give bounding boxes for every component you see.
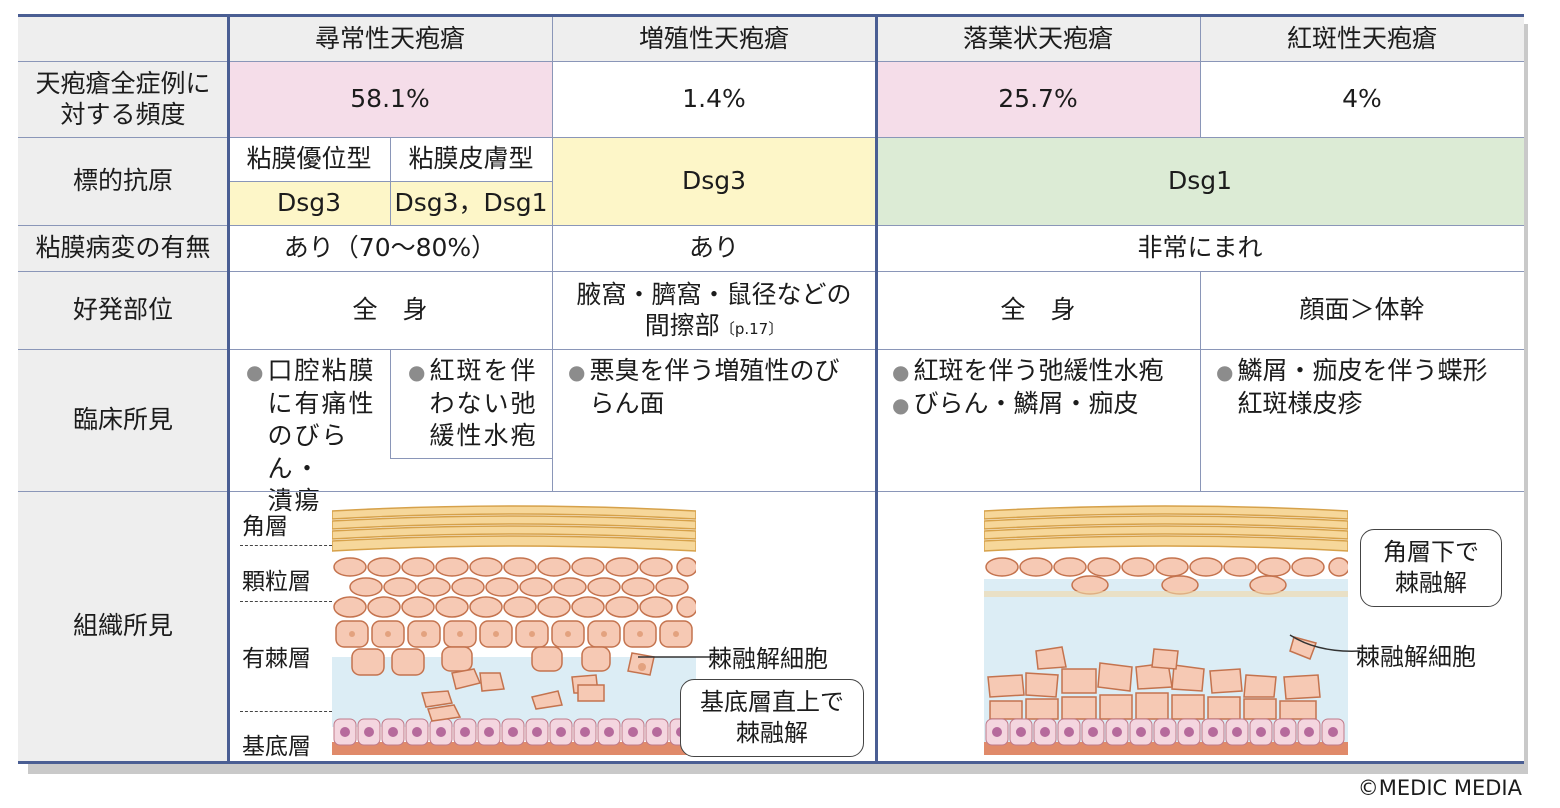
clinical-erythematosus: ●鱗屑・痂皮を伴う蝶形 紅斑様皮疹 <box>1216 355 1516 420</box>
row-label-frequency: 天疱瘡全症例に 対する頻度 <box>35 68 211 129</box>
copyright-notice: ©MEDIC MEDIA <box>1357 776 1522 800</box>
freq-erythematosus: 4% <box>1342 84 1382 114</box>
freq-vulgaris: 58.1% <box>228 61 552 137</box>
layer-divider <box>240 545 332 546</box>
bullet-dot: ● <box>892 360 910 384</box>
layer-divider <box>240 601 332 602</box>
clinical-vulgaris-mucocutaneous: ●紅斑を伴 わない弛 緩性水疱 <box>408 355 558 453</box>
clinical-foliaceus-item1: ●紅斑を伴う弛緩性水疱 <box>892 355 1192 388</box>
layer-label-granulosum: 顆粒層 <box>242 569 311 595</box>
clinical-vulgaris-mucosal-text: 口腔粘膜 に有痛性 のびらん・ 潰瘍 <box>267 356 376 515</box>
mucosa-foliaceus-erythematosus: 非常にまれ <box>1137 233 1263 263</box>
header-foliaceus: 落葉状天疱瘡 <box>962 24 1113 54</box>
freq-vegetans: 1.4% <box>682 84 746 114</box>
label-column-bg-2 <box>18 491 228 761</box>
mucosa-vulgaris: あり（70〜80%） <box>283 233 497 263</box>
clinical-foliaceus-item2: ●びらん・鱗屑・痂皮 <box>892 388 1192 421</box>
bullet-dot: ● <box>892 392 910 417</box>
thick-divider <box>875 17 878 761</box>
label-column-bg <box>18 61 228 491</box>
histology-left-illustration <box>332 505 696 755</box>
freq-foliaceus: 25.7% <box>876 61 1200 137</box>
antigen-val-mucocutaneous: Dsg3，Dsg1 <box>390 181 552 225</box>
site-vulgaris: 全 身 <box>352 295 428 325</box>
comparison-table: 尋常性天疱瘡 増殖性天疱瘡 落葉状天疱瘡 紅斑性天疱瘡 天疱瘡全症例に 対する頻… <box>18 14 1524 764</box>
clinical-foliaceus-text2: びらん・鱗屑・痂皮 <box>913 388 1139 418</box>
grid-line <box>18 225 1524 226</box>
antigen-sub-mucocutaneous: 粘膜皮膚型 <box>408 144 534 174</box>
clinical-erythematosus-text: 鱗屑・痂皮を伴う蝶形 紅斑様皮疹 <box>1237 356 1488 418</box>
grid-line <box>18 137 1524 138</box>
clinical-vegetans: ●悪臭を伴う増殖性のび らん面 <box>568 355 868 420</box>
antigen-vegetans: Dsg3 <box>552 137 876 225</box>
site-foliaceus: 全 身 <box>1000 295 1076 325</box>
spinous-cells-right <box>987 636 1321 720</box>
grid-line <box>18 271 1524 272</box>
thick-divider <box>227 17 230 761</box>
antigen-foliaceus-erythematosus: Dsg1 <box>876 137 1524 225</box>
bullet-dot: ● <box>1216 360 1234 384</box>
grid-line <box>18 491 1524 492</box>
clinical-vulgaris-mucosal: ●口腔粘膜 に有痛性 のびらん・ 潰瘍 <box>246 355 391 518</box>
grid-line <box>18 349 1524 350</box>
layer-divider <box>240 711 332 712</box>
grid-line <box>18 61 1524 62</box>
callout-suprabasal: 基底層直上で 棘融解 <box>680 679 864 757</box>
row-label-mucosa: 粘膜病変の有無 <box>35 233 211 263</box>
clinical-vegetans-text: 悪臭を伴う増殖性のび らん面 <box>589 356 840 418</box>
row-label-histology: 組織所見 <box>72 611 173 641</box>
layer-label-basale: 基底層 <box>242 734 311 760</box>
granular-cells-right <box>985 557 1348 595</box>
layer-label-corneum: 角層 <box>242 514 288 540</box>
bullet-dot: ● <box>408 360 426 384</box>
row-label-site: 好発部位 <box>72 295 173 325</box>
antigen-val-mucosal: Dsg3 <box>228 181 390 225</box>
header-row-bg <box>18 17 1524 61</box>
bullet-dot: ● <box>246 360 264 384</box>
granular-cells <box>333 557 696 618</box>
callout-subcorneal: 角層下で 棘融解 <box>1360 529 1502 607</box>
grid-line <box>390 349 391 459</box>
grid-line <box>552 17 553 491</box>
row-label-antigen: 標的抗原 <box>72 166 173 196</box>
basal-cells <box>333 718 693 746</box>
grid-line <box>1200 271 1201 491</box>
corneum-layer-right <box>984 505 1348 552</box>
site-vegetans: 腋窩・臍窩・鼠径などの 間擦部〔p.17〕 <box>552 271 876 349</box>
site-vegetans-line1: 腋窩・臍窩・鼠径などの <box>576 279 852 309</box>
leader-line <box>638 656 720 658</box>
grid-line <box>390 458 552 459</box>
corneum-layer <box>332 505 696 552</box>
bullet-dot: ● <box>568 360 586 384</box>
page-reference: 〔p.17〕 <box>719 320 784 338</box>
site-vegetans-line2: 間擦部〔p.17〕 <box>645 310 783 341</box>
antigen-sub-mucosal: 粘膜優位型 <box>246 144 372 174</box>
histology-right-illustration <box>984 505 1348 755</box>
acantholytic-cell-label-right: 棘融解細胞 <box>1356 643 1476 671</box>
header-erythematosus: 紅斑性天疱瘡 <box>1286 24 1437 54</box>
grid-line <box>390 137 391 225</box>
grid-line <box>1200 17 1201 137</box>
clinical-foliaceus: ●紅斑を伴う弛緩性水疱 ●びらん・鱗屑・痂皮 <box>892 355 1192 420</box>
header-vulgaris: 尋常性天疱瘡 <box>314 24 465 54</box>
mucosa-vegetans: あり <box>688 233 739 263</box>
acantholytic-cell-label-left: 棘融解細胞 <box>708 645 828 673</box>
clinical-foliaceus-text1: 紅斑を伴う弛緩性水疱 <box>913 356 1164 385</box>
layer-label-spinosum: 有棘層 <box>242 646 311 672</box>
leader-line-right <box>1289 634 1361 652</box>
clinical-vulgaris-mucocutaneous-text: 紅斑を伴 わない弛 緩性水疱 <box>429 356 538 450</box>
site-erythematosus: 顔面＞体幹 <box>1299 295 1425 325</box>
site-vegetans-term: 間擦部 <box>644 311 720 340</box>
header-vegetans: 増殖性天疱瘡 <box>638 24 789 54</box>
row-label-clinical: 臨床所見 <box>72 405 173 435</box>
